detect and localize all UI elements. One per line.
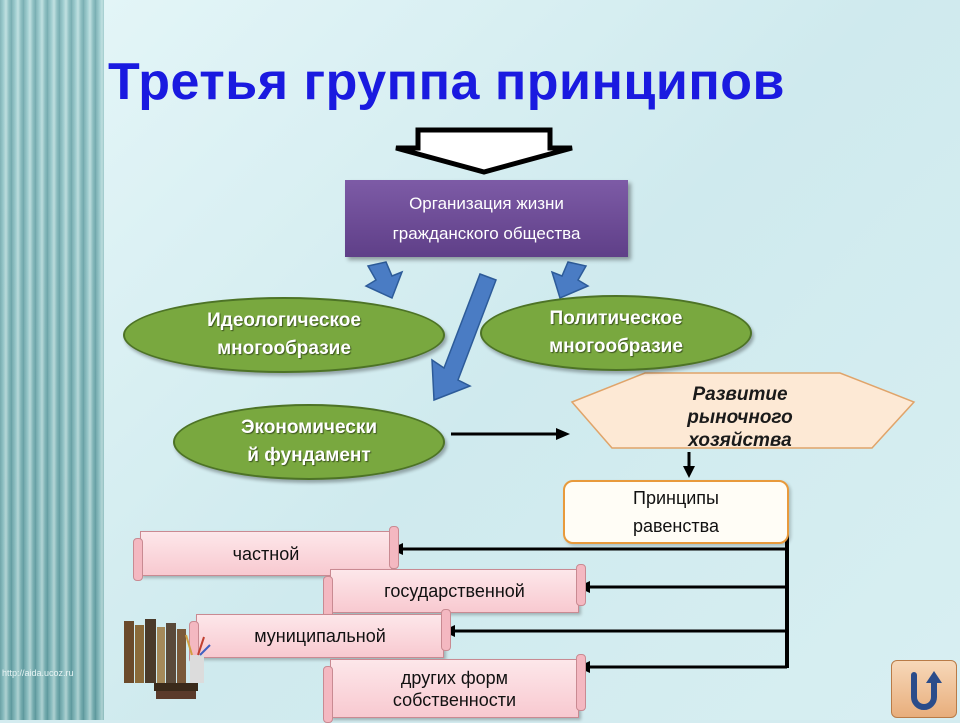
market-pentagon — [570, 372, 916, 449]
principles-line: равенства — [633, 516, 719, 536]
principles-line: Принципы — [633, 488, 719, 508]
form-label: государственной — [384, 581, 525, 601]
market-line: рыночного — [687, 407, 793, 428]
ellipse-label: Экономически — [240, 417, 378, 438]
form-label: других форм — [400, 667, 509, 688]
slide-title: Третья группа принципов — [108, 53, 785, 111]
form-municipal: муниципальной — [189, 609, 451, 663]
form-state: государственной — [323, 564, 586, 618]
main-down-arrow — [395, 127, 573, 175]
org-line2: гражданского общества — [392, 223, 581, 243]
ideological-diversity: Идеологическое многообразие — [123, 297, 445, 373]
arrow-to-ideological — [364, 261, 404, 300]
ellipse-label: многообразие — [217, 338, 351, 359]
return-arrow-icon — [911, 671, 942, 710]
ellipse-label: многообразие — [549, 336, 683, 357]
form-other: других форм собственности — [323, 654, 586, 723]
political-diversity: Политическое многообразие — [480, 295, 752, 371]
market-development-label: Развитие рыночного хозяйства — [640, 383, 840, 452]
decorative-stripe — [0, 0, 104, 720]
form-label: муниципальной — [254, 626, 386, 646]
market-line: Развитие — [692, 384, 788, 405]
books-icon — [124, 619, 211, 699]
economic-foundation: Экономически й фундамент — [173, 404, 445, 480]
form-label: частной — [232, 543, 300, 564]
arrow-head-principles — [683, 466, 695, 478]
ellipse-label: Политическое — [549, 308, 683, 329]
form-label: собственности — [392, 689, 517, 710]
equality-principles-box: Принципы равенства — [563, 480, 789, 544]
arrow-head-market — [556, 428, 570, 440]
civil-society-box: Организация жизни гражданского общества — [345, 180, 628, 257]
org-line1: Организация жизни — [409, 193, 564, 213]
return-button[interactable] — [891, 660, 957, 718]
arrow-to-economic — [431, 273, 497, 402]
watermark: http://aida.ucoz.ru — [2, 668, 74, 678]
ellipse-label: й фундамент — [247, 445, 371, 466]
ellipse-label: Идеологическое — [207, 310, 361, 331]
market-line: хозяйства — [688, 430, 792, 451]
form-private: частной — [133, 526, 399, 581]
arrow-to-political — [550, 261, 590, 300]
